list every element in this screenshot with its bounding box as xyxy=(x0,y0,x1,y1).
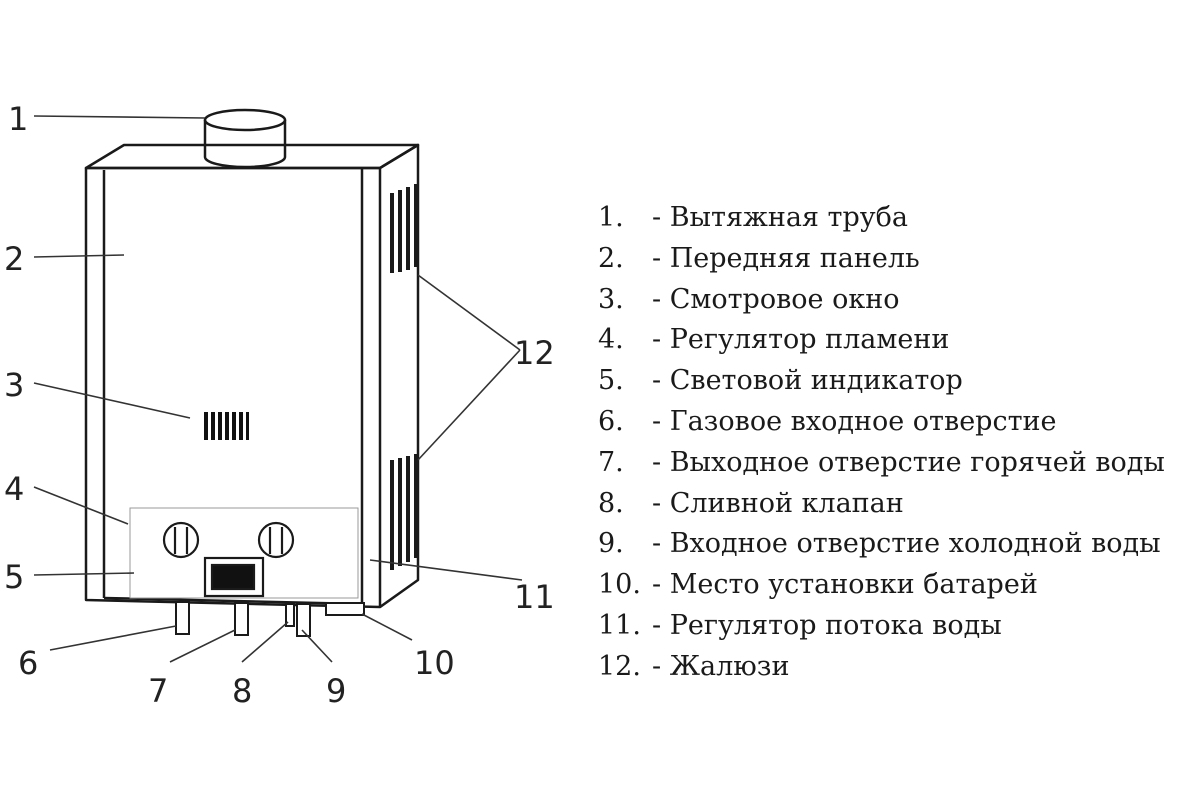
callout-5: 5 xyxy=(4,558,24,596)
legend-text: - Вытяжная труба xyxy=(652,202,909,233)
legend-text: - Выходное отверстие горячей воды xyxy=(652,446,1165,478)
callout-6: 6 xyxy=(18,644,38,682)
legend-text: - Регулятор потока воды xyxy=(652,609,1002,641)
legend-number: 6. xyxy=(598,405,624,437)
hot-water-outlet-pipe xyxy=(234,602,249,636)
water-heater-diagram: 1 2 3 4 5 6 7 8 9 10 11 12 xyxy=(4,100,555,710)
diagram-canvas: 1 2 3 4 5 6 7 8 9 10 11 12 xyxy=(4,100,555,710)
indicator-light xyxy=(203,556,265,598)
callout-2: 2 xyxy=(4,240,24,278)
callout-4: 4 xyxy=(4,470,24,508)
legend-list: 1. - Вытяжная труба 2. - Передняя панель 3… xyxy=(598,198,1198,688)
heater-top-panel xyxy=(84,143,420,170)
legend-number: 5. xyxy=(598,365,624,397)
legend-text: - Жалюзи xyxy=(652,650,790,682)
callout-3: 3 xyxy=(4,366,24,404)
legend-number: 9. xyxy=(598,528,624,560)
louvres-upper xyxy=(390,184,417,273)
callout-12: 12 xyxy=(514,334,555,372)
legend-text: - Газовое входное отверстие xyxy=(652,405,1057,437)
legend-item: 2. - Передняя панель xyxy=(598,239,1198,280)
flue-pipe xyxy=(203,108,287,169)
legend-number: 10. xyxy=(598,569,641,601)
legend-item: 1. - Вытяжная труба xyxy=(598,198,1198,239)
louvres-lower xyxy=(390,454,417,570)
legend-text: - Смотровое окно xyxy=(652,283,900,315)
callout-11: 11 xyxy=(514,578,555,616)
legend-number: 11. xyxy=(598,609,641,641)
legend-text: - Световой индикатор xyxy=(652,365,963,397)
heater-base xyxy=(103,596,363,606)
callout-7: 7 xyxy=(148,672,168,710)
legend-text: - Сливной клапан xyxy=(652,487,904,519)
legend-item: 10. - Место установки батарей xyxy=(598,565,1198,606)
legend-item: 8. - Сливной клапан xyxy=(598,484,1198,525)
heater-side-panel xyxy=(379,143,420,609)
legend-item: 11. - Регулятор потока воды xyxy=(598,606,1198,647)
legend-number: 12. xyxy=(598,650,641,682)
legend-text: - Передняя панель xyxy=(652,242,920,274)
legend-item: 9. - Входное отверстие холодной воды xyxy=(598,524,1198,565)
legend-item: 3. - Смотровое окно xyxy=(598,280,1198,321)
legend-number: 4. xyxy=(598,324,624,356)
cold-water-inlet-pipe xyxy=(296,603,311,637)
legend-text: - Регулятор пламени xyxy=(652,324,950,356)
water-flow-regulator-knob xyxy=(257,521,295,559)
callout-10: 10 xyxy=(414,644,455,682)
flame-regulator-knob xyxy=(162,521,200,559)
sight-window xyxy=(200,408,292,442)
gas-inlet-pipe xyxy=(175,601,190,635)
legend-text: - Входное отверстие холодной воды xyxy=(652,528,1161,560)
battery-compartment xyxy=(325,602,365,616)
legend-number: 7. xyxy=(598,446,624,478)
leader-lines xyxy=(33,115,523,663)
legend-number: 1. xyxy=(598,202,624,233)
callout-1: 1 xyxy=(8,100,28,138)
legend-text: - Место установки батарей xyxy=(652,569,1038,601)
legend-item: 12. - Жалюзи xyxy=(598,647,1198,688)
legend-item: 4. - Регулятор пламени xyxy=(598,320,1198,361)
drain-valve xyxy=(285,603,295,627)
legend-item: 7. - Выходное отверстие горячей воды xyxy=(598,443,1198,484)
callout-9: 9 xyxy=(326,672,346,710)
callout-8: 8 xyxy=(232,672,252,710)
legend-number: 8. xyxy=(598,487,624,519)
legend-item: 5. - Световой индикатор xyxy=(598,361,1198,402)
legend-number: 2. xyxy=(598,242,624,274)
legend-item: 6. - Газовое входное отверстие xyxy=(598,402,1198,443)
legend-number: 3. xyxy=(598,283,624,315)
